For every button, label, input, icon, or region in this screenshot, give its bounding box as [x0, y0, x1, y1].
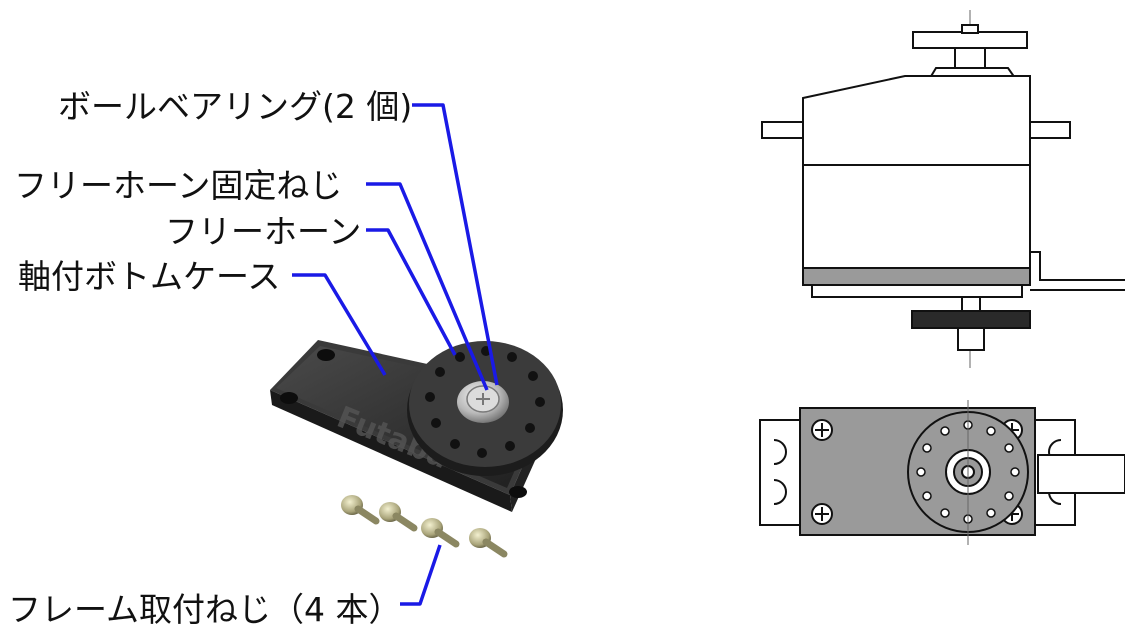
leader-free-horn	[366, 228, 457, 356]
servo-bottom-view-drawing	[759, 400, 1125, 545]
leader-bottom-case	[292, 273, 387, 376]
leader-frame-screws	[400, 544, 442, 606]
servo-side-view-drawing	[761, 10, 1125, 368]
free-horn-photo	[407, 341, 563, 476]
label-free-horn-screw: フリーホーン固定ねじ	[14, 166, 343, 205]
leader-free-horn-screw	[366, 182, 489, 391]
label-frame-screws: フレーム取付ねじ（4 本）	[8, 590, 402, 627]
frame-screws-photo	[341, 495, 508, 558]
leader-ball-bearing	[412, 103, 499, 386]
label-ball-bearing: ボールベアリング(2 個)	[58, 87, 413, 126]
label-bottom-case: 軸付ボトムケース	[18, 257, 281, 296]
leader-lines	[292, 103, 499, 606]
label-free-horn: フリーホーン	[165, 212, 362, 251]
